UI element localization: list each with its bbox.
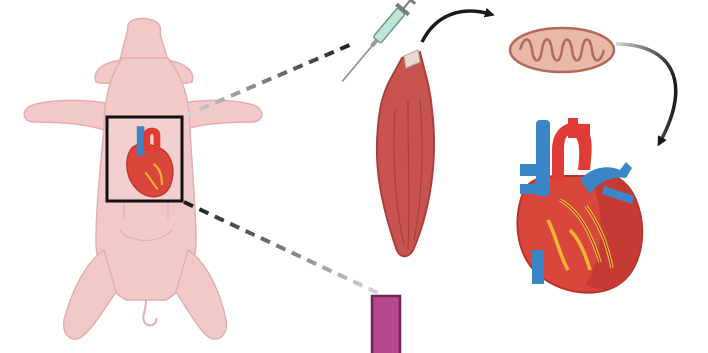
arrow-muscle-to-mito: [422, 11, 490, 42]
arrow-mito-to-heart: [616, 44, 676, 142]
muscle-icon: [377, 50, 434, 256]
tube-icon: [372, 296, 400, 353]
heart-icon: [517, 118, 642, 293]
connector-to-tube: [184, 202, 380, 294]
mitochondrion-icon: [510, 28, 614, 72]
